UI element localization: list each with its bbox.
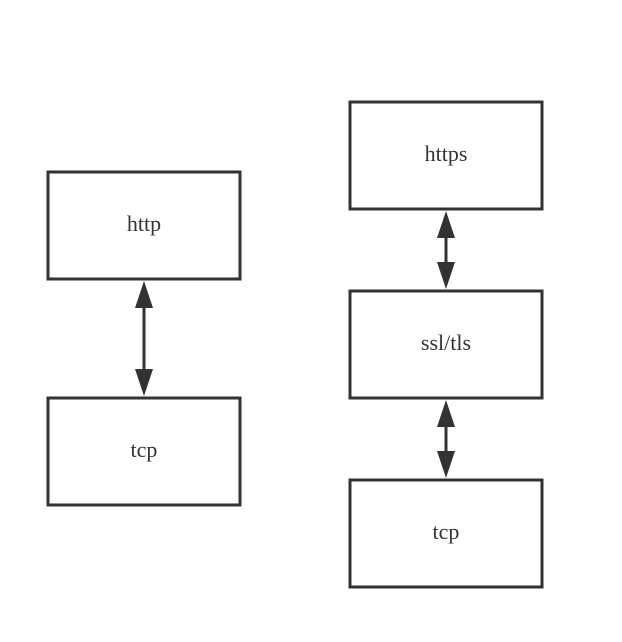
https-box xyxy=(348,100,544,211)
ssl-tls-box xyxy=(348,289,544,400)
http-label: http xyxy=(127,211,161,236)
http-box xyxy=(46,170,242,281)
http-tcp-arrow xyxy=(135,281,153,396)
arrow-up-head xyxy=(437,400,455,427)
right-tcp-box xyxy=(348,478,544,589)
arrow-up-head xyxy=(437,211,455,238)
https-ssl-arrow xyxy=(437,211,455,289)
arrow-down-head xyxy=(135,369,153,396)
right-tcp-label: tcp xyxy=(433,519,460,544)
ssl-tcp-arrow xyxy=(437,400,455,478)
left-stack: http tcp xyxy=(46,170,242,507)
arrow-down-head xyxy=(437,451,455,478)
ssl-tls-label: ssl/tls xyxy=(421,330,471,355)
left-tcp-box xyxy=(46,396,242,507)
left-tcp-label: tcp xyxy=(131,437,158,462)
arrow-up-head xyxy=(135,281,153,308)
right-stack: https ssl/tls tcp xyxy=(348,100,544,589)
arrow-down-head xyxy=(437,262,455,289)
https-label: https xyxy=(425,141,468,166)
